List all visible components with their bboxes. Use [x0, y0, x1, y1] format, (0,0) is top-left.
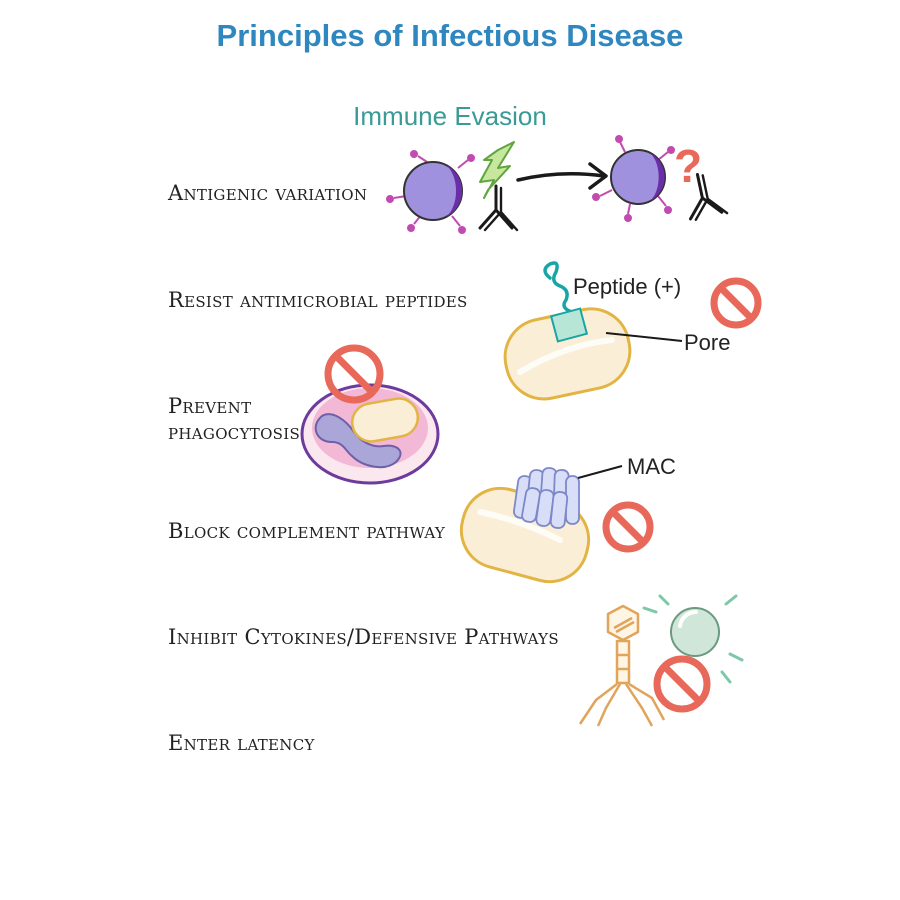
- mechanism-enter-latency: Enter latency: [168, 731, 315, 755]
- prohibition-icon-cytokines: [653, 655, 711, 713]
- mechanism-prevent-phagocytosis: Prevent phagocytosis: [168, 393, 300, 445]
- mechanism-resist-peptides: Resist antimicrobial peptides: [168, 288, 468, 312]
- bacterium-phagocytosis-icon: [350, 397, 420, 443]
- mac-complex-icon: [513, 467, 580, 529]
- pore-label: Pore: [684, 330, 730, 355]
- mac-leader-line: [577, 465, 623, 479]
- page-title: Principles of Infectious Disease: [216, 18, 684, 53]
- microbe-variant-icon: [592, 135, 675, 222]
- section-subtitle: Immune Evasion: [353, 101, 547, 131]
- bacteriophage-icon: [578, 604, 666, 727]
- microbe-original-icon: [386, 150, 475, 234]
- arrow-icon: [516, 162, 608, 190]
- prohibition-icon-phagocytosis: [324, 344, 384, 404]
- pore-leader-line: [605, 332, 683, 342]
- mechanism-prevent-line1: Prevent: [168, 394, 252, 418]
- mechanism-antigenic-variation: Antigenic variation: [168, 181, 368, 205]
- mac-label: MAC: [627, 454, 676, 479]
- mechanism-block-complement: Block complement pathway: [168, 519, 446, 543]
- prohibition-icon-complement: [606, 505, 650, 549]
- cytokine-cell-icon: [642, 594, 744, 684]
- antigen-zigzag-icon: [479, 141, 515, 199]
- antibody-icon: [478, 184, 519, 232]
- question-mark-icon: ?: [674, 140, 702, 192]
- mechanism-prevent-line2: phagocytosis: [168, 420, 301, 444]
- mechanism-inhibit-cytokines: Inhibit Cytokines/Defensive Pathways: [168, 625, 559, 649]
- peptide-label: Peptide (+): [573, 274, 681, 299]
- prohibition-icon-peptides: [714, 281, 758, 325]
- peptide-icon: [543, 261, 589, 343]
